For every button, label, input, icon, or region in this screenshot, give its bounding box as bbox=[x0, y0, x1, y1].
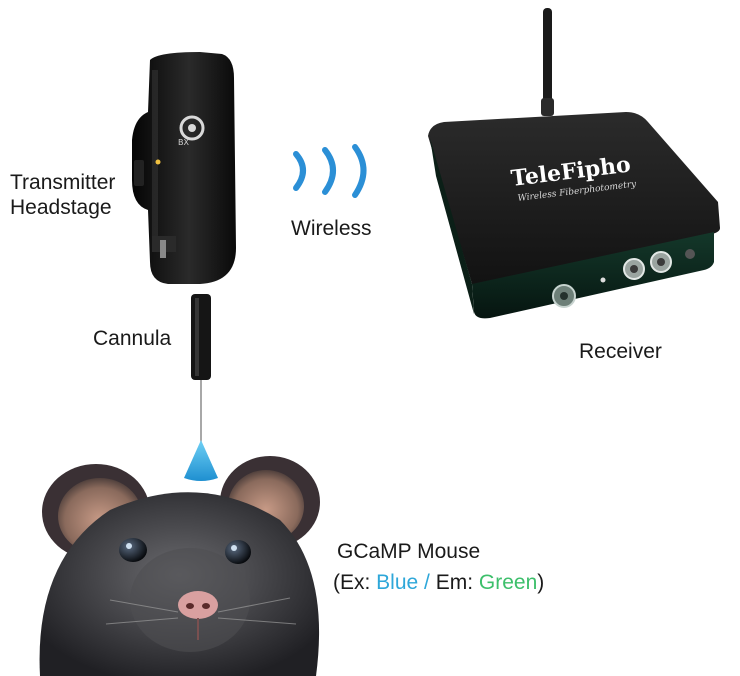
svg-text:BX: BX bbox=[178, 138, 189, 147]
receiver-label: Receiver bbox=[579, 340, 662, 363]
transmitter-headstage: BX bbox=[132, 52, 236, 284]
em-label: Em: bbox=[435, 571, 479, 594]
transmitter-headstage-label: Transmitter Headstage bbox=[10, 170, 115, 220]
excitation-emission-label: (Ex: Blue / Em: Green) bbox=[333, 570, 544, 595]
ex-open: (Ex: bbox=[333, 571, 377, 594]
receiver-device: TeleFipho Wireless Fiberphotometry bbox=[428, 8, 720, 319]
transmitter-label-line2: Headstage bbox=[10, 196, 112, 220]
ex-value: Blue bbox=[376, 571, 419, 594]
em-value: Green bbox=[478, 571, 538, 594]
cannula bbox=[191, 294, 211, 450]
gcamp-mouse bbox=[39, 456, 320, 676]
light-cone-icon bbox=[184, 440, 218, 481]
wireless-label: Wireless bbox=[291, 217, 372, 240]
wireless-waves-icon bbox=[293, 144, 367, 198]
transmitter-label-line1: Transmitter bbox=[10, 171, 116, 194]
ex-em-separator: / bbox=[418, 571, 436, 594]
close-paren: ) bbox=[537, 571, 545, 594]
mouse-label: GCaMP Mouse bbox=[337, 540, 481, 563]
cannula-label: Cannula bbox=[93, 327, 172, 350]
